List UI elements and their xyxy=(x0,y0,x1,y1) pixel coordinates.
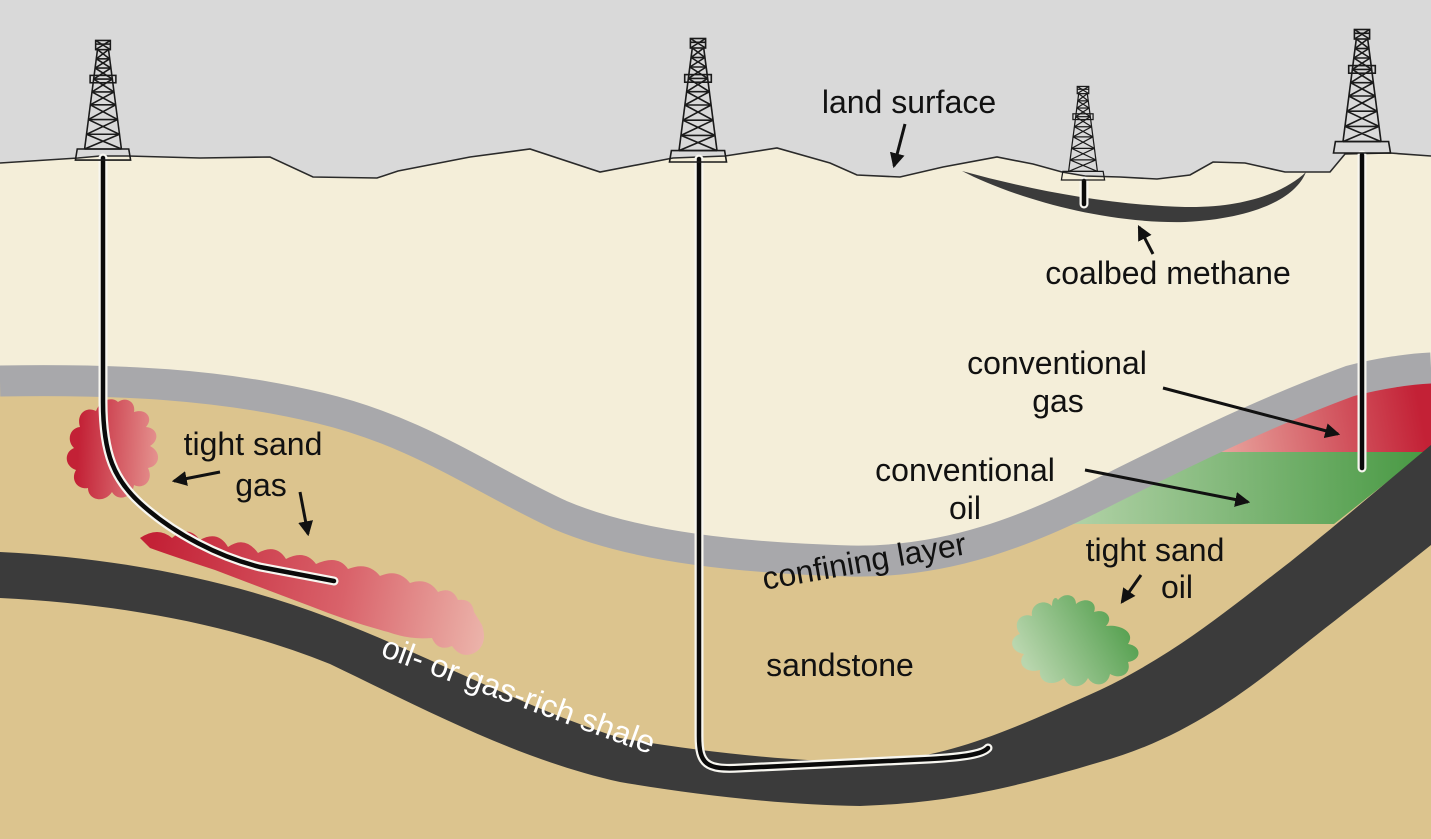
land-surface-line xyxy=(0,147,1431,180)
well-bores xyxy=(98,150,1367,773)
confining-layer xyxy=(0,352,1431,577)
annotation-arrows xyxy=(171,123,1341,604)
land-surface-arrow xyxy=(889,123,907,169)
tight-sand-gas-label-line2: gas xyxy=(235,467,287,503)
conventional-oil-arrow xyxy=(1084,468,1251,507)
conventional-gas-label-line1: conventional xyxy=(967,345,1147,381)
shale-layer xyxy=(0,445,1431,806)
well-left xyxy=(100,155,337,584)
conventional-oil-label-line2: oil xyxy=(949,490,981,526)
coalbed-methane-deposit xyxy=(962,171,1306,223)
tight-sand-oil-arrow xyxy=(1120,574,1143,604)
tight-sand-gas-label-line1: tight sand xyxy=(184,426,323,462)
coalbed-methane-arrow xyxy=(1137,225,1155,255)
conventional-gas-arrow xyxy=(1162,386,1341,439)
well-middle xyxy=(696,156,991,771)
tight-sand-gas-arrow-left xyxy=(171,470,221,486)
conventional-oil-label-line1: conventional xyxy=(875,452,1055,488)
tight-sand-oil-label-line1: tight sand xyxy=(1086,532,1225,568)
coalbed-methane-label: coalbed methane xyxy=(1045,255,1291,291)
tight-sand-gas-blob-upper xyxy=(66,399,159,500)
tight-sand-gas-blob-streak xyxy=(140,531,484,655)
conventional-oil-deposit xyxy=(1045,446,1425,524)
land-surface-label: land surface xyxy=(822,84,996,120)
sandstone-label: sandstone xyxy=(766,647,914,683)
tight-sand-oil-blob xyxy=(1012,595,1139,687)
tight-sand-gas-arrow-down xyxy=(298,491,313,537)
tight-sand-oil-label-line2: oil xyxy=(1161,569,1193,605)
conventional-gas-label-line2: gas xyxy=(1032,383,1084,419)
